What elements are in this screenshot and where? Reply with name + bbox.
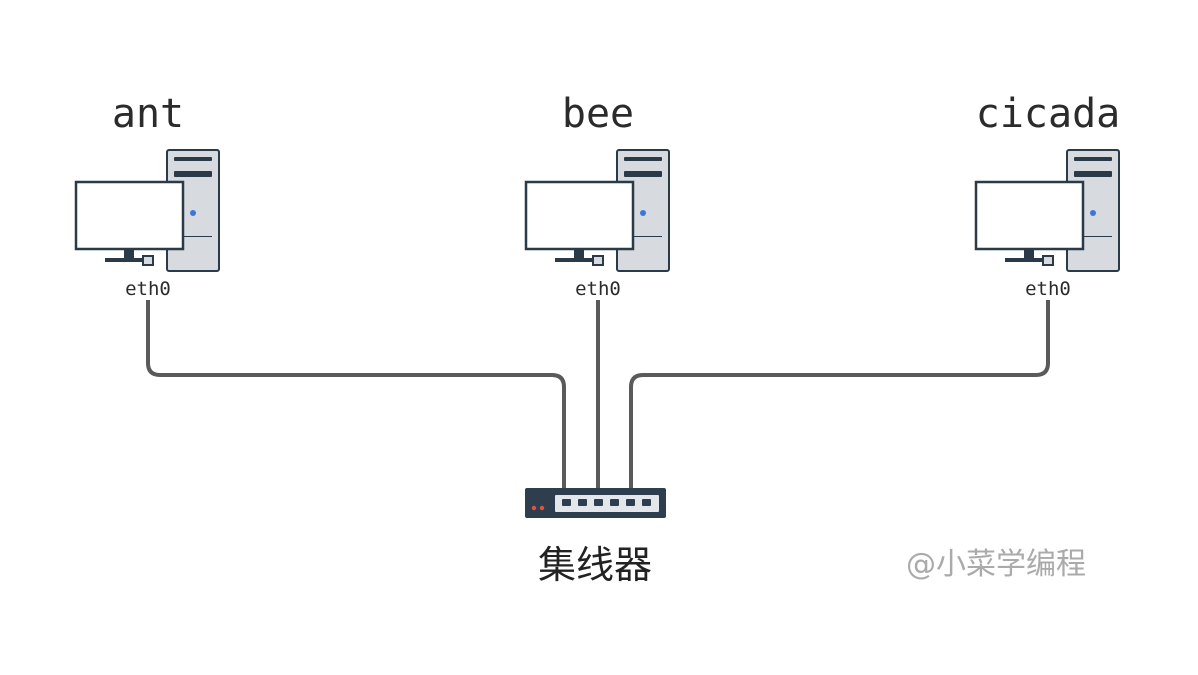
host-name: ant: [112, 91, 184, 137]
host-name: bee: [562, 91, 634, 137]
interface-label: eth0: [575, 278, 621, 300]
hub: 集线器: [525, 488, 666, 587]
cable-cicada: [629, 300, 1050, 492]
interface-label: eth0: [1025, 278, 1071, 300]
hub-ports: [562, 499, 651, 506]
computer-icon: [74, 149, 220, 272]
host-name: cicada: [976, 91, 1121, 137]
cables: [146, 300, 1050, 492]
computer-icon: [974, 149, 1120, 272]
host-cicada: cicada eth0: [974, 91, 1121, 300]
hub-icon: [525, 488, 666, 518]
hub-label: 集线器: [538, 543, 652, 587]
cable-ant: [146, 300, 566, 492]
computer-icon: [524, 149, 670, 272]
watermark: @小菜学编程: [906, 547, 1086, 582]
host-bee: bee eth0: [524, 91, 670, 300]
interface-label: eth0: [125, 278, 171, 300]
host-ant: ant eth0: [74, 91, 220, 300]
